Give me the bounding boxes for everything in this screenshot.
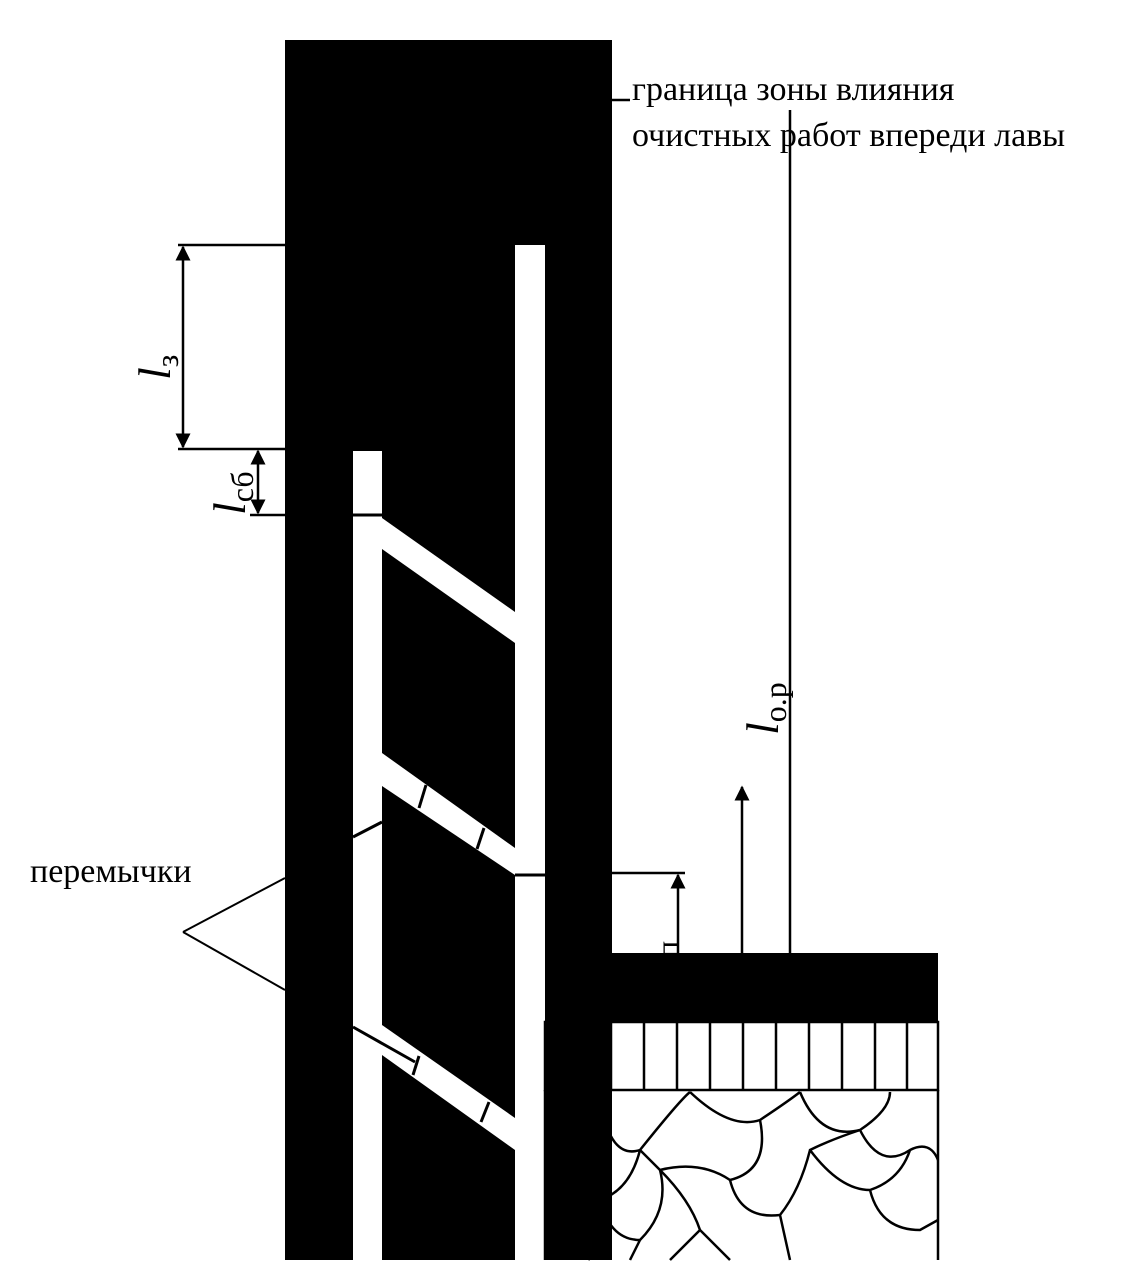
dimension-l-z xyxy=(175,243,285,451)
dimension-label-l-or: lо.р xyxy=(737,682,793,735)
right-gallery xyxy=(515,245,545,1260)
dimension-label-l-sb: lсб xyxy=(204,471,260,515)
dimension-label-l-z: lз xyxy=(129,355,185,380)
seals-label: перемычки xyxy=(30,853,192,890)
goaf-rubble xyxy=(543,1090,940,1261)
dimension-l-sb xyxy=(250,449,285,517)
support-zone xyxy=(543,1020,940,1092)
crosscut-1 xyxy=(382,518,515,643)
left-gallery xyxy=(353,451,382,1260)
coal-massif xyxy=(285,40,612,1260)
seals-leader-lines xyxy=(182,877,286,991)
crosscut-2 xyxy=(382,753,515,875)
dimension-l-or xyxy=(545,98,792,953)
boundary-label-line2: очистных работ впереди лавы xyxy=(632,117,1065,154)
seals xyxy=(352,513,545,1123)
boundary-label-line1: граница зоны влияния xyxy=(632,71,955,108)
longwall-face-strip xyxy=(612,953,938,1022)
